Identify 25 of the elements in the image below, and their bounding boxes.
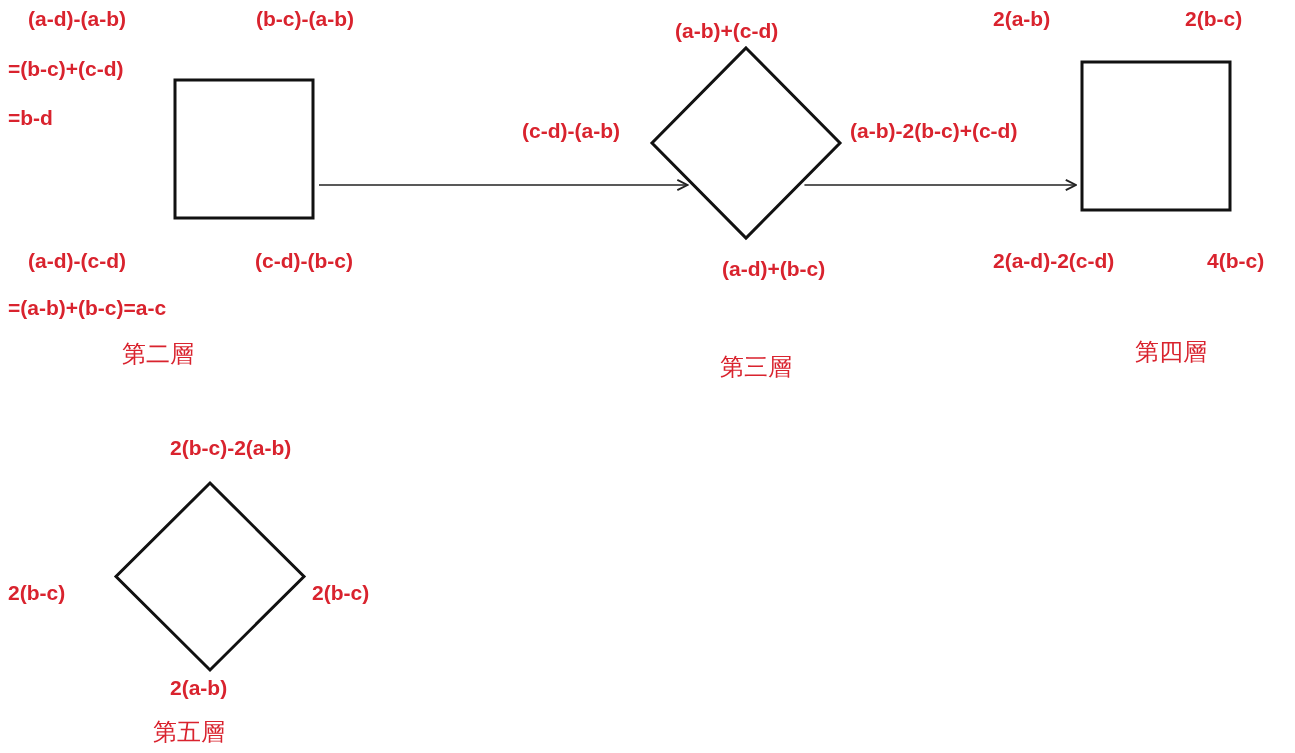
formula-label: 2(a-b)	[170, 677, 228, 698]
formula-label: (c-d)-(a-b)	[522, 120, 620, 141]
formula-label: (a-d)-(c-d)	[28, 250, 126, 271]
formula-label: 4(b-c)	[1207, 250, 1265, 271]
layer-caption: 第三層	[720, 355, 792, 379]
formula-label: 2(a-b)	[993, 8, 1051, 29]
formula-label: 2(b-c)	[8, 582, 66, 603]
formula-label: 2(a-d)-2(c-d)	[993, 250, 1115, 271]
formula-label: =b-d	[8, 107, 53, 128]
formula-label: (a-d)+(b-c)	[722, 258, 826, 279]
formula-label: 2(b-c)	[312, 582, 370, 603]
formula-label: (a-b)-2(b-c)+(c-d)	[850, 120, 1018, 141]
formula-label: (c-d)-(b-c)	[255, 250, 353, 271]
layer-caption: 第二層	[122, 342, 194, 366]
arrow	[803, 178, 1077, 192]
formula-label: (a-d)-(a-b)	[28, 8, 126, 29]
formula-label: (b-c)-(a-b)	[256, 8, 354, 29]
arrow	[318, 178, 689, 192]
formula-label: 2(b-c)	[1185, 8, 1243, 29]
layer-caption: 第四層	[1135, 340, 1207, 364]
formula-label: 2(b-c)-2(a-b)	[170, 437, 292, 458]
formula-label: =(a-b)+(b-c)=a-c	[8, 297, 167, 318]
formula-label: (a-b)+(c-d)	[675, 20, 779, 41]
layer-caption: 第五層	[153, 720, 225, 744]
formula-label: =(b-c)+(c-d)	[8, 58, 124, 79]
